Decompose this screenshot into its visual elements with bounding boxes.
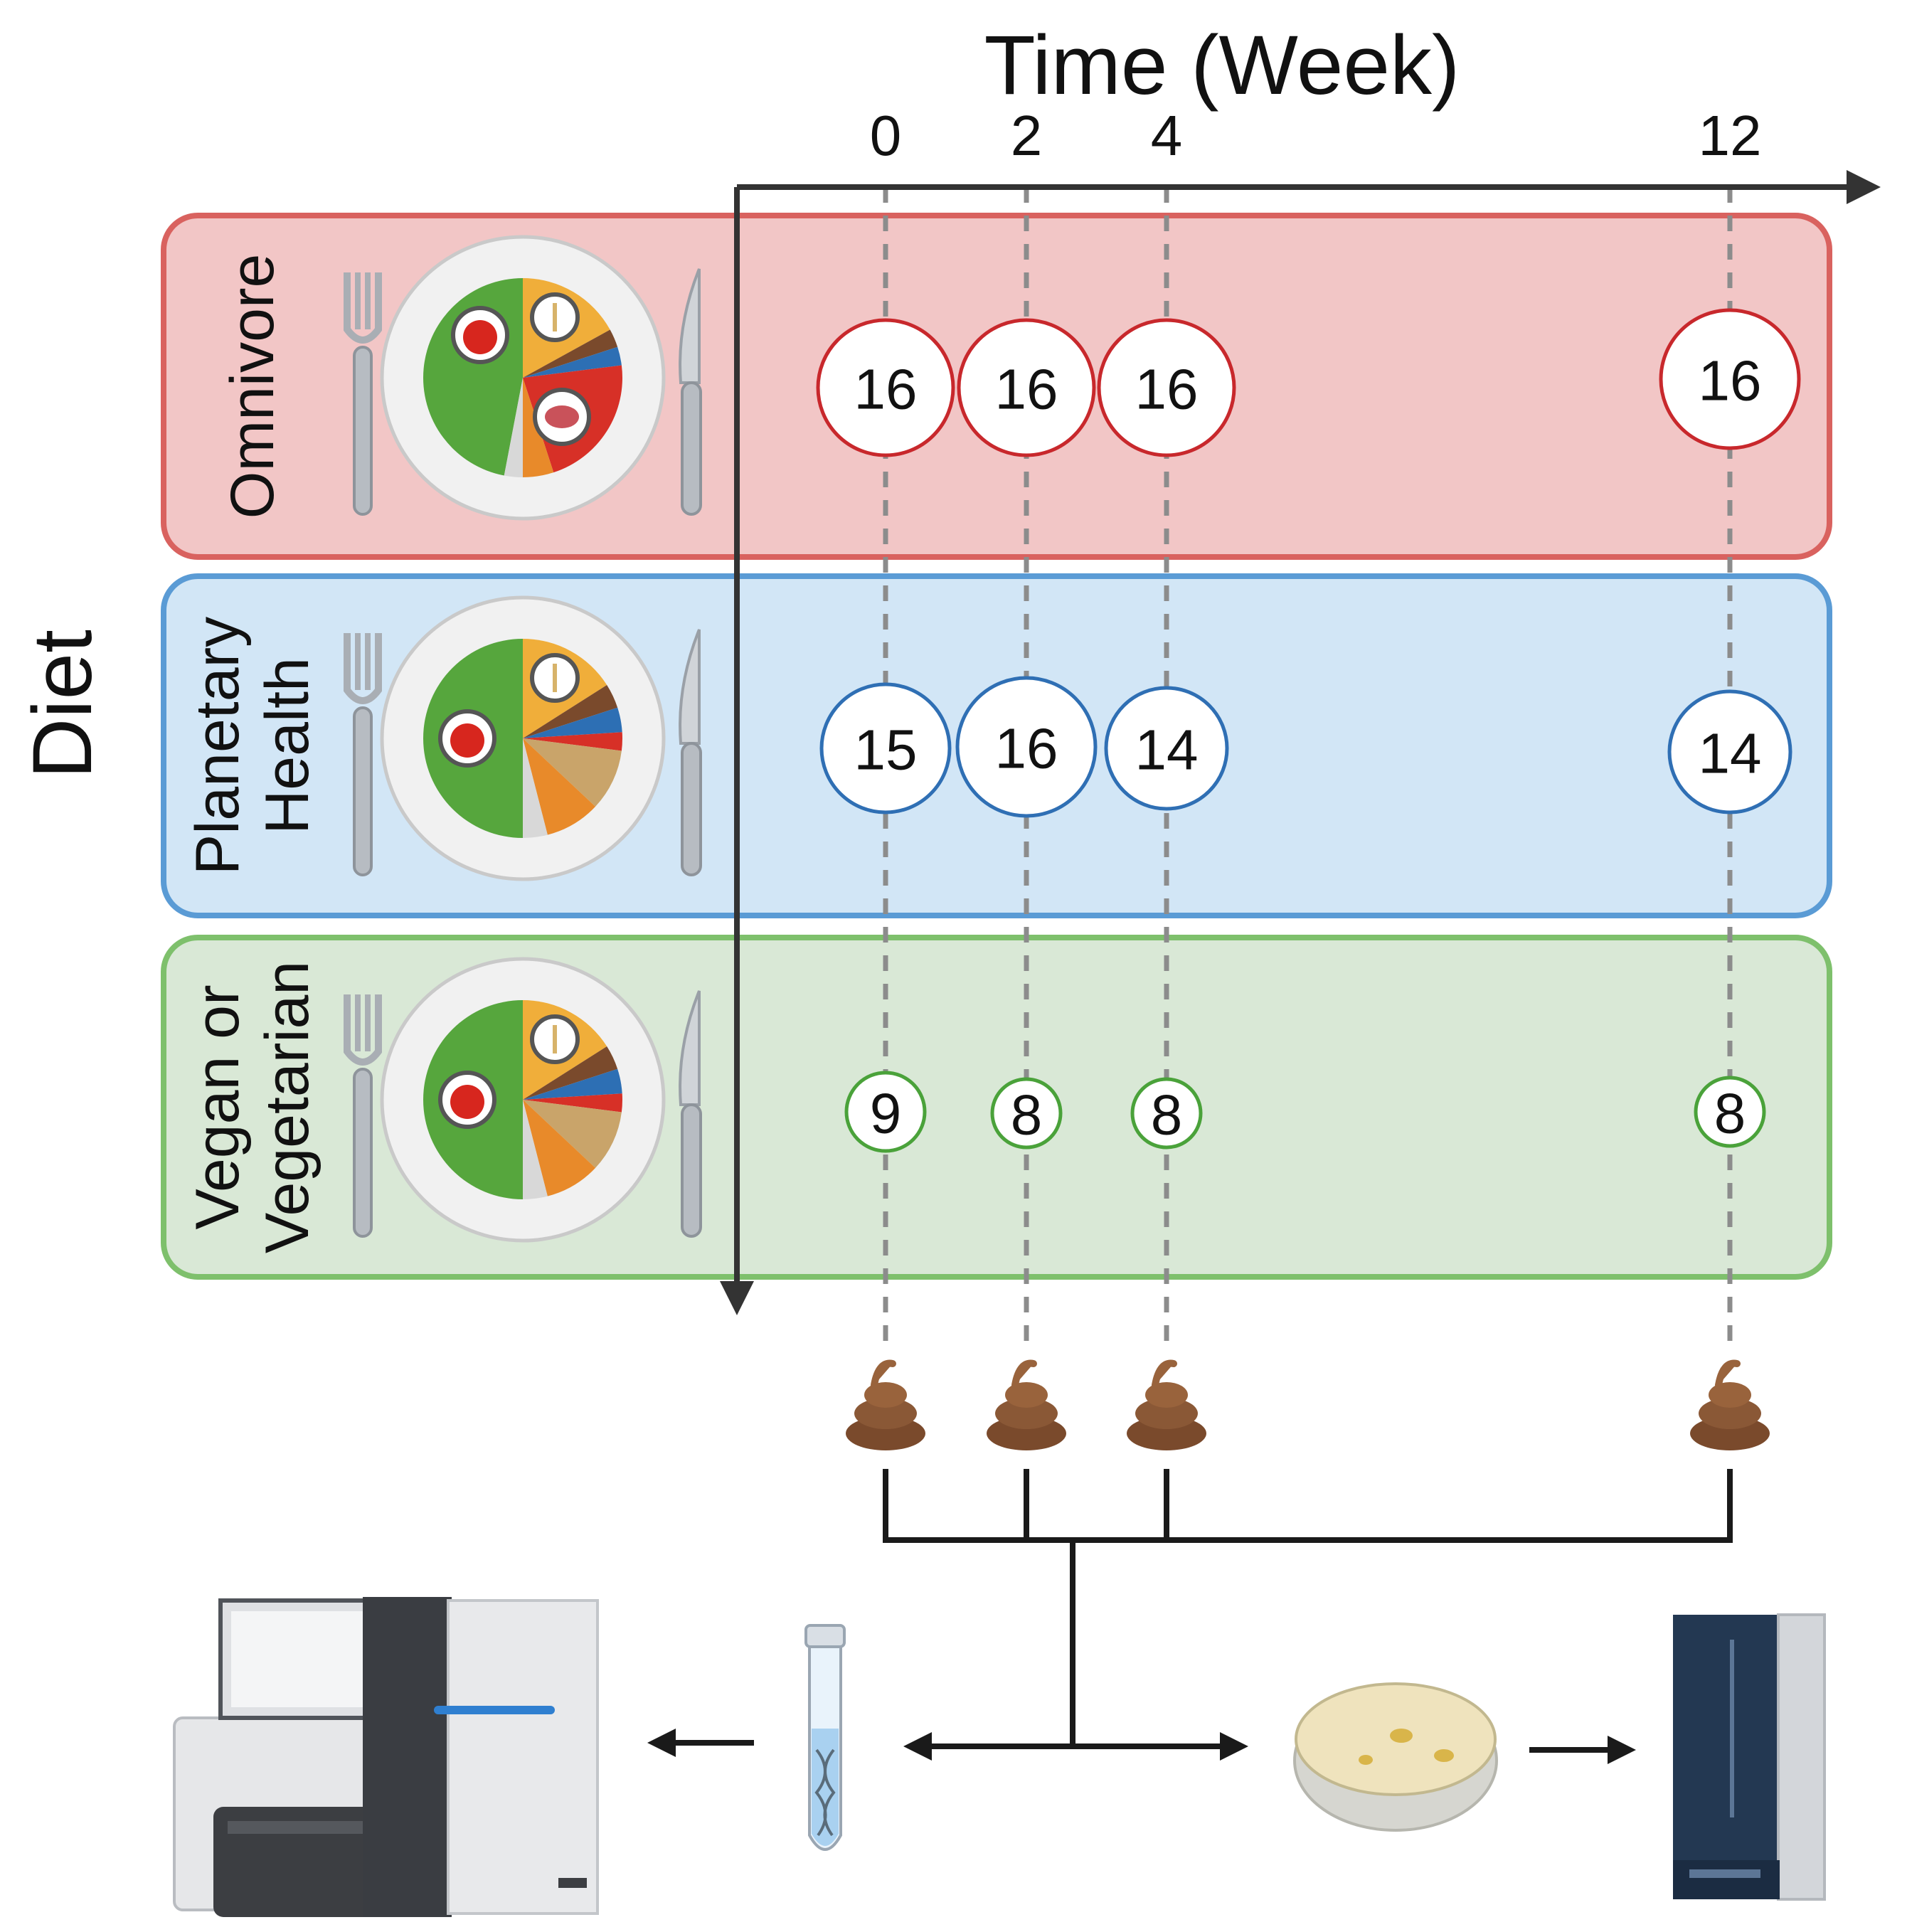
diet-label-line: Vegan or [184,984,252,1229]
week-tick-3: 12 [1699,104,1762,167]
count-circle: 14 [1104,686,1229,811]
diet-label-0: Omnivore [218,254,287,519]
count-value: 14 [1135,718,1199,782]
plate-icon [380,595,666,881]
count-value: 16 [1135,358,1199,421]
sequencer-machine-icon [173,1597,599,1917]
count-value: 8 [1011,1083,1043,1147]
count-circle: 8 [1130,1077,1203,1150]
count-circle: 16 [955,676,1098,818]
sample-counts: 16 16 16 16 15 16 14 14 9 8 8 8 [816,308,1801,1153]
count-value: 14 [1699,722,1762,785]
fork-icon [344,994,382,1238]
count-circle: 16 [816,318,955,457]
stool-sample-icon [846,1359,925,1450]
petri-dish-icon [1293,1682,1498,1832]
diet-axis-title: Diet [16,630,110,779]
count-circle: 8 [1694,1076,1766,1148]
plate-icon [380,235,666,521]
count-value: 16 [1699,349,1762,413]
count-circle: 15 [819,682,952,814]
diet-label-line: Vegetarian [253,961,322,1253]
count-value: 16 [995,358,1058,421]
week-tick-0: 0 [870,104,902,167]
count-value: 9 [870,1082,902,1145]
count-circle: 14 [1667,689,1792,814]
count-circle: 16 [1659,308,1801,450]
knife-icon [679,268,702,516]
time-tick-labels: 0 2 4 12 [870,104,1762,167]
diet-label-line: Omnivore [218,254,287,519]
diet-label-line: Planetary [184,617,252,875]
week-tick-2: 4 [1151,104,1183,167]
count-value: 8 [1151,1083,1183,1147]
knife-icon [679,629,702,876]
sample-bracket [883,1469,1733,1761]
count-value: 8 [1714,1082,1746,1145]
count-circle: 8 [990,1077,1063,1150]
count-circle: 16 [1097,318,1236,457]
stool-samples [846,1359,1770,1450]
count-value: 16 [854,358,918,421]
knife-icon [679,990,702,1238]
stool-sample-icon [987,1359,1066,1450]
diet-label-line: Health [253,657,322,834]
count-value: 15 [854,718,918,782]
count-value: 16 [995,717,1058,780]
stool-sample-icon [1690,1359,1770,1450]
count-circle: 16 [957,318,1096,457]
dna-test-tube-icon [804,1624,846,1851]
plate-icon [380,957,666,1243]
count-circle: 9 [844,1071,927,1153]
fork-icon [344,633,382,876]
stool-sample-icon [1127,1359,1206,1450]
fork-icon [344,272,382,516]
mass-spectrometer-icon [1673,1613,1826,1901]
time-axis-title: Time (Week) [984,18,1460,112]
week-tick-1: 2 [1011,104,1043,167]
